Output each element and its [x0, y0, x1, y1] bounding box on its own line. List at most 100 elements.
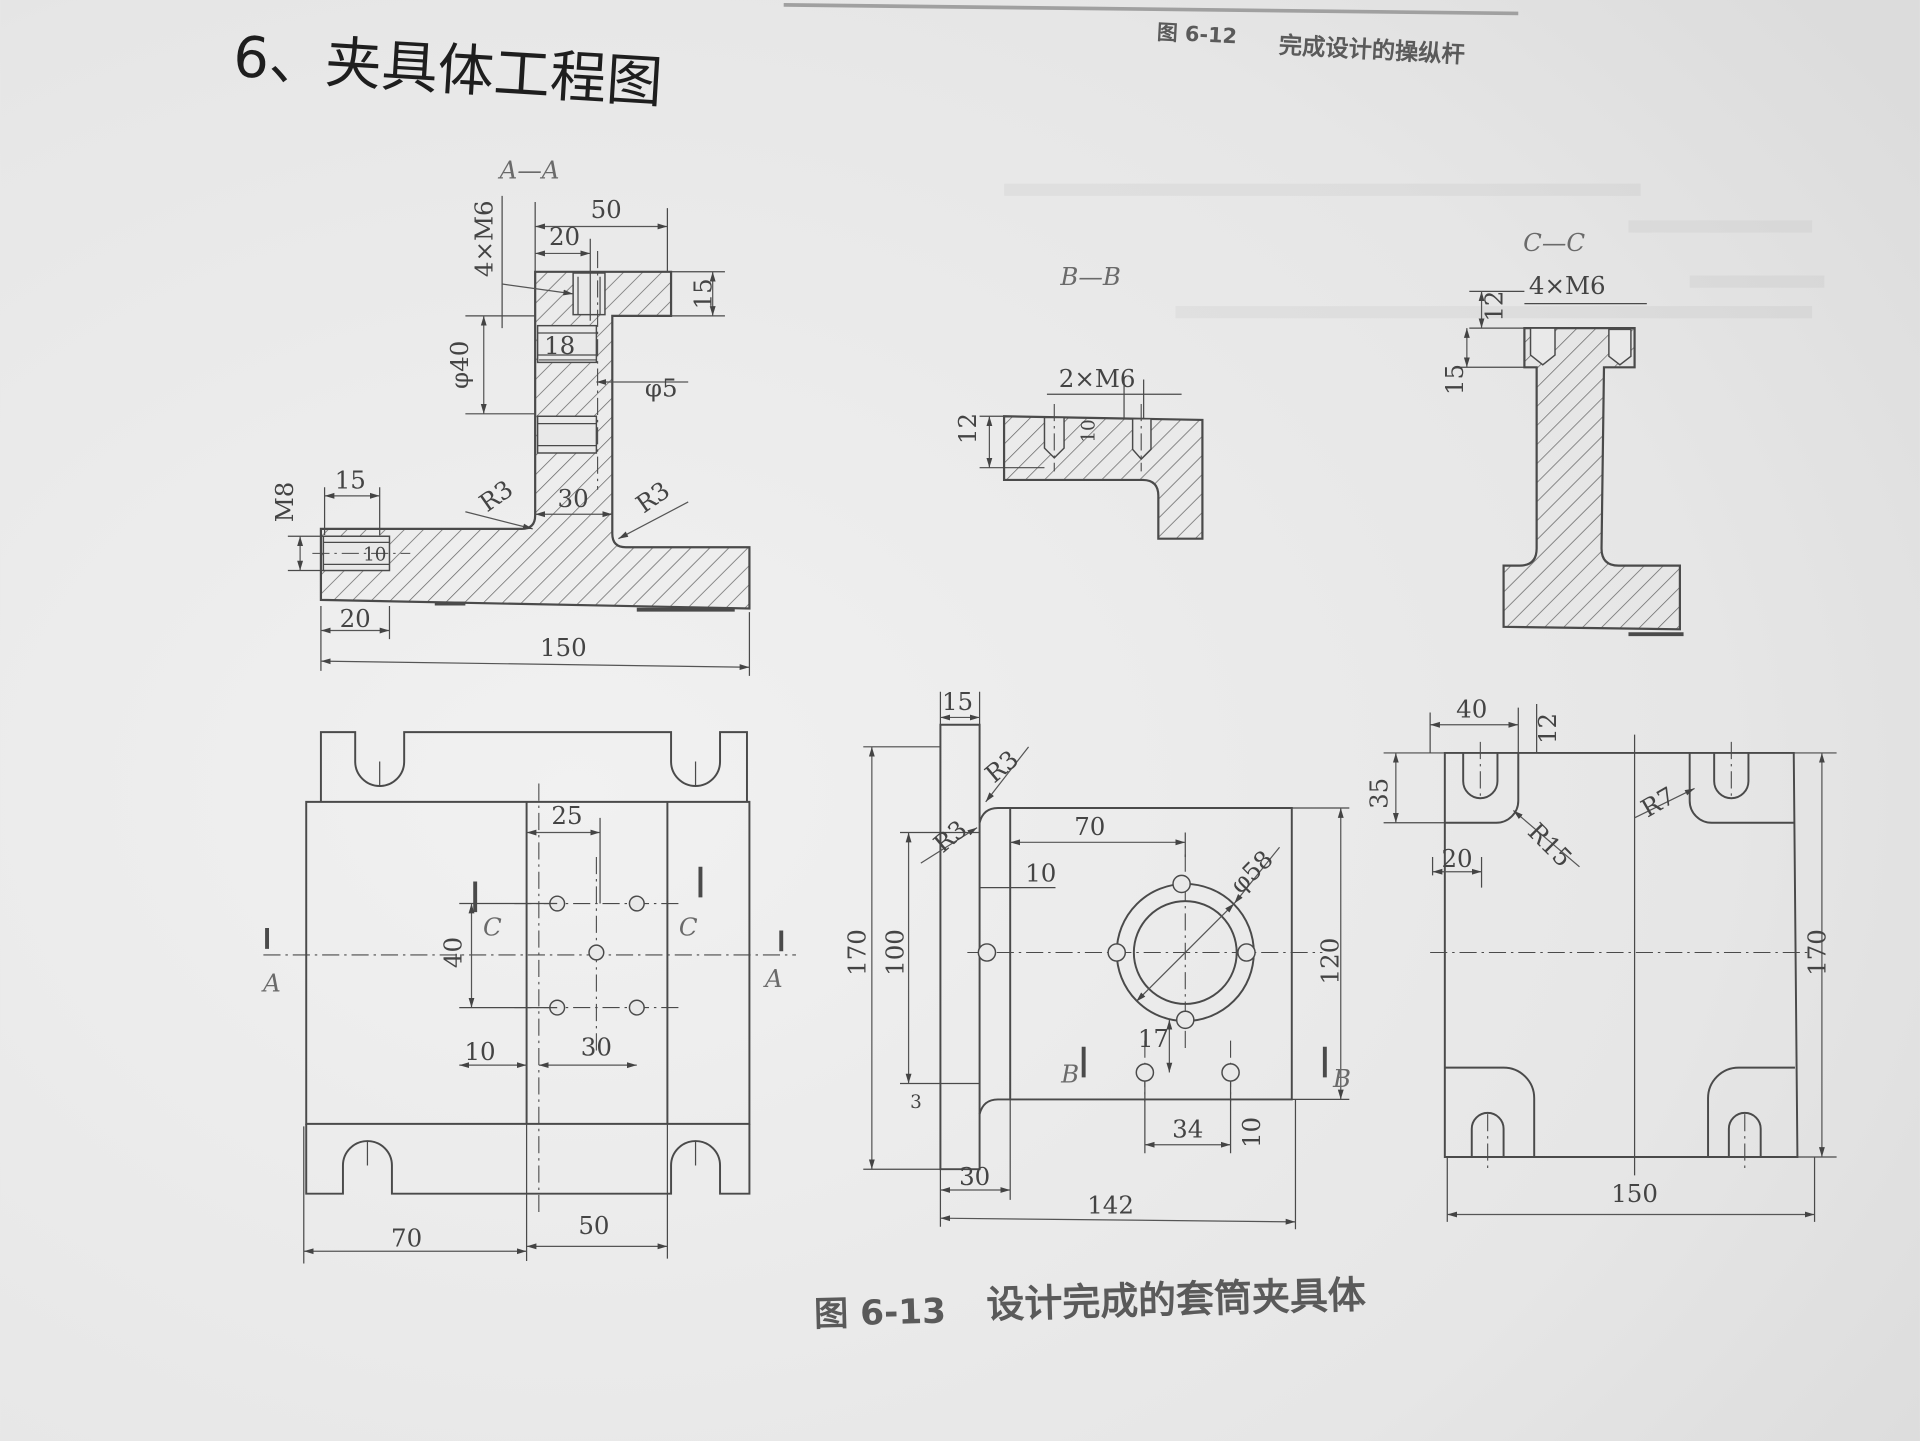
section-letter: C: [679, 912, 698, 941]
dim-label: 35: [1364, 778, 1393, 809]
dim-label: 20: [549, 222, 580, 251]
dim-label: φ5: [645, 374, 678, 403]
hole: [1237, 943, 1256, 962]
dim-label: φ40: [445, 341, 474, 389]
thread-lines: [323, 276, 601, 566]
section-markers: [1081, 1046, 1327, 1078]
dim-label: 10: [363, 545, 386, 566]
leader-r3-left: [465, 511, 533, 530]
hole: [628, 999, 645, 1016]
base-steps: [434, 601, 735, 612]
dim-label: 12: [1533, 713, 1562, 744]
extension-lines: [303, 817, 669, 1264]
bore-upper: [536, 324, 598, 364]
dim-label: 50: [591, 195, 622, 224]
counterbore-bottom-left: [1444, 1066, 1536, 1157]
hole: [628, 895, 645, 912]
figure-caption: 图 6-13 设计完成的套筒夹具体: [814, 1273, 1367, 1335]
dim-label: 15: [335, 465, 366, 494]
dim-150: [320, 658, 750, 671]
hole: [1107, 943, 1127, 962]
side-view: 40 12 35 R7 R15 20 170 150: [1364, 694, 1837, 1222]
figure-caption-number: 图 6-13: [814, 1291, 947, 1334]
dim-label: 10: [1079, 419, 1100, 442]
dim-label: 20: [340, 604, 371, 633]
section-letter: A: [261, 969, 281, 998]
hole: [588, 944, 605, 961]
extension-lines: [863, 691, 1350, 1230]
stem-edge-lines: [525, 801, 669, 1124]
dim-label: 17: [1138, 1024, 1169, 1053]
dim-label: 34: [1172, 1114, 1203, 1143]
bore-lower: [536, 415, 598, 454]
section-c-c-body: [1502, 327, 1681, 631]
extension-lines: [287, 195, 751, 676]
leader-phi58: [1233, 846, 1281, 904]
section-b-b-title: B—B: [1059, 262, 1120, 291]
dim-label: 10: [465, 1037, 496, 1066]
section-a-a-body: [319, 270, 751, 610]
center-lines: [1430, 741, 1810, 1170]
top-caption-number: 图 6-12: [1156, 20, 1237, 48]
m6-hole-right: [1131, 417, 1152, 461]
dim-label: 142: [1087, 1190, 1134, 1219]
dim-label: 170: [1803, 929, 1832, 976]
hole: [1221, 1063, 1240, 1082]
leader-r15: [1512, 810, 1580, 868]
leader-4xm6: [502, 283, 574, 296]
bolt-holes: [977, 874, 1256, 1082]
slot-bottom-left: [1470, 1111, 1505, 1157]
section-a-a-title: A—A: [498, 156, 560, 185]
front-view: 15 R3 R3 70 10 φ58 170 100 120 17 B B 3 …: [843, 687, 1351, 1230]
dim-label: M8: [270, 482, 299, 523]
section-letter: A: [763, 964, 783, 993]
dim-label: 10: [1237, 1117, 1266, 1148]
top-view: 25 C C 40 A A 10 30 70 50: [261, 731, 796, 1264]
dim-label: 150: [540, 633, 587, 662]
dim-label: 20: [1441, 844, 1472, 873]
dim-label: 120: [1315, 938, 1344, 985]
dim-label: 18: [544, 331, 575, 360]
main-body-outline: [978, 807, 1293, 1115]
bottom-band-outline: [305, 1123, 751, 1195]
dim-label: 30: [558, 484, 589, 513]
dim-label: 50: [578, 1211, 609, 1240]
section-letter: B: [1332, 1064, 1351, 1093]
center-line: [312, 250, 599, 554]
leader-r7: [1634, 787, 1695, 819]
leader-r3-top: [985, 746, 1030, 803]
hole: [1135, 1063, 1155, 1082]
dim-label: 40: [439, 937, 468, 968]
dim-label: 30: [959, 1162, 990, 1191]
section-letter: C: [483, 912, 502, 941]
dim-label: 10: [1025, 858, 1056, 887]
m6-hole-right: [1608, 328, 1632, 366]
dim-label: 70: [1074, 812, 1105, 841]
leader-r3-right: [618, 501, 689, 540]
m6-hole-left: [1529, 327, 1556, 366]
section-letter: B: [1060, 1059, 1079, 1088]
dim-142: [940, 1215, 1296, 1225]
dim-label: 15: [1440, 364, 1469, 395]
page-edge-shadow: [783, 3, 1519, 16]
hole: [977, 943, 997, 962]
slot-bottom-right: [1727, 1111, 1762, 1157]
hole: [1172, 874, 1191, 894]
dim-label: 30: [581, 1032, 612, 1061]
dim-label: 2×M6: [1059, 364, 1136, 393]
section-markers: [265, 866, 784, 952]
dim-label: 12: [953, 413, 982, 444]
hole: [1175, 1010, 1195, 1030]
dim-label: 15: [688, 278, 717, 309]
dim-label: 12: [1479, 291, 1508, 322]
leader-r3-lower: [920, 827, 978, 864]
dim-label: 170: [843, 929, 872, 976]
counterbore-top-left: [1444, 752, 1520, 824]
dim-label: 25: [551, 801, 582, 830]
dim-label: 150: [1611, 1179, 1658, 1208]
counterbore-bottom-right: [1707, 1066, 1795, 1157]
dim-label: 3: [910, 1092, 922, 1113]
section-c-c-title: C—C: [1523, 228, 1585, 257]
